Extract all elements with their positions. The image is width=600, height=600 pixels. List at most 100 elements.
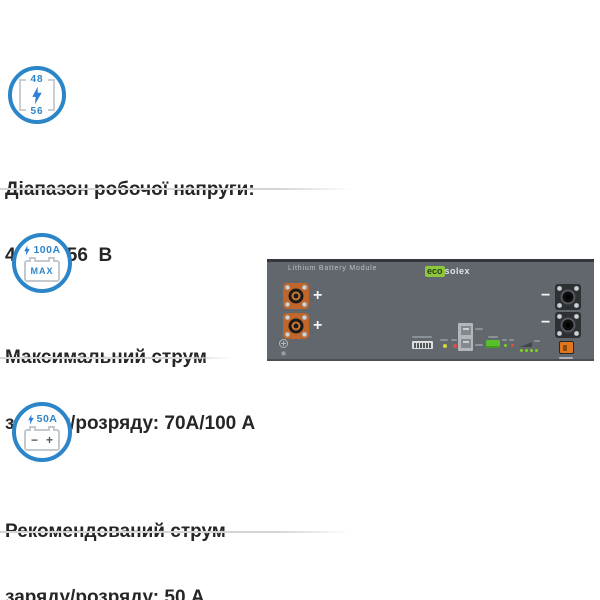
connector-ring <box>291 321 301 331</box>
micro-label <box>502 339 507 341</box>
screw-icon <box>302 285 307 290</box>
bracket-left-icon <box>19 79 26 111</box>
reset-led <box>443 344 447 348</box>
screw-icon <box>302 302 307 307</box>
battery-terminal-icon <box>29 426 36 431</box>
battery-polarity-row: − + <box>26 434 58 446</box>
battery-icon: MAX <box>24 257 60 282</box>
soc-level-icon <box>520 342 532 347</box>
connector-core <box>288 288 304 304</box>
micro-label <box>451 339 457 341</box>
soc-led <box>520 349 523 352</box>
screw-icon <box>574 286 579 291</box>
dip-switch <box>420 342 422 348</box>
screw-icon <box>574 303 579 308</box>
screw-icon <box>302 332 307 337</box>
lightning-icon <box>32 86 42 104</box>
voltage-bottom-value: 56 <box>30 105 44 117</box>
screw-icon <box>574 314 579 319</box>
power-breaker-switch <box>559 341 574 354</box>
lightning-icon <box>24 244 31 256</box>
logo-solex-part: solex <box>444 266 471 276</box>
micro-label <box>488 336 498 338</box>
logo-eco-part: eco <box>425 266 445 277</box>
connector-ring <box>565 322 571 328</box>
connector-core <box>560 289 576 305</box>
comm-ports-block <box>458 323 473 351</box>
rj45-port-icon <box>460 326 471 335</box>
heading-line: Діапазон робочої напруги: <box>5 179 255 200</box>
soc-led <box>525 349 528 352</box>
soc-led <box>535 349 538 352</box>
module-bottom-edge <box>267 359 594 361</box>
recommended-current-heading: Рекомендований струм заряду/розряду: 50 … <box>5 477 226 600</box>
alarm-led <box>453 344 457 348</box>
dip-switch-block <box>412 341 433 349</box>
voltage-top-value: 48 <box>30 73 44 85</box>
battery-icon: − + <box>24 426 60 451</box>
battery-plus: + <box>45 433 53 447</box>
connector-core <box>288 318 304 334</box>
screw-icon <box>557 314 562 319</box>
recommended-current-value: 50A <box>36 413 58 425</box>
screw-icon <box>285 302 290 307</box>
positive-terminal-connector <box>283 313 309 339</box>
micro-label <box>412 336 432 338</box>
connector-ring <box>565 294 571 300</box>
section-divider <box>0 188 352 190</box>
dip-switch <box>414 342 416 348</box>
battery-max-text: MAX <box>30 266 54 276</box>
max-current-label-row: 100A <box>23 244 60 256</box>
module-title: Lithium Battery Module <box>288 265 378 272</box>
micro-label <box>440 339 448 341</box>
run-led <box>504 344 507 347</box>
module-top-edge <box>267 259 594 262</box>
section-divider <box>0 531 350 533</box>
plus-sign: + <box>313 287 323 304</box>
minus-sign: − <box>541 314 551 331</box>
dip-switch <box>429 342 431 348</box>
rj45-port-icon <box>460 339 471 348</box>
screw-icon <box>557 286 562 291</box>
negative-terminal-connector <box>555 312 581 338</box>
battery-terminal-icon <box>48 257 55 262</box>
ground-icon <box>279 339 288 348</box>
recommended-current-icon: 50A − + <box>12 402 72 462</box>
battery-minus: − <box>31 433 39 447</box>
positive-terminal-connector <box>283 283 309 309</box>
voltage-range-icon: 48 56 <box>8 66 66 124</box>
plus-sign: + <box>313 317 323 334</box>
soc-led <box>530 349 533 352</box>
micro-label <box>475 328 483 330</box>
micro-label <box>509 339 514 341</box>
bracket-right-icon <box>48 79 55 111</box>
dip-switch <box>423 342 425 348</box>
screw-icon <box>285 315 290 320</box>
max-current-icon: 100A MAX <box>12 233 72 293</box>
dip-switch <box>417 342 419 348</box>
micro-label <box>559 357 573 359</box>
screw-icon <box>302 315 307 320</box>
section-divider <box>0 357 232 359</box>
heading-line: заряду/розряду: 50 А <box>5 587 205 600</box>
recommended-current-label-row: 50A <box>27 413 58 425</box>
lightning-icon <box>27 413 34 425</box>
screw-icon <box>557 303 562 308</box>
screw-icon <box>557 331 562 336</box>
minus-sign: − <box>541 287 551 304</box>
green-terminal-block <box>486 340 500 348</box>
screw-icon <box>281 351 286 356</box>
screw-icon <box>285 332 290 337</box>
micro-label <box>534 340 540 342</box>
alm-led <box>511 344 514 347</box>
connector-ring <box>291 291 301 301</box>
negative-terminal-connector <box>555 284 581 310</box>
battery-terminal-icon <box>48 426 55 431</box>
battery-terminal-icon <box>29 257 36 262</box>
micro-label <box>475 344 483 346</box>
connector-core <box>560 317 576 333</box>
dip-switch <box>426 342 428 348</box>
